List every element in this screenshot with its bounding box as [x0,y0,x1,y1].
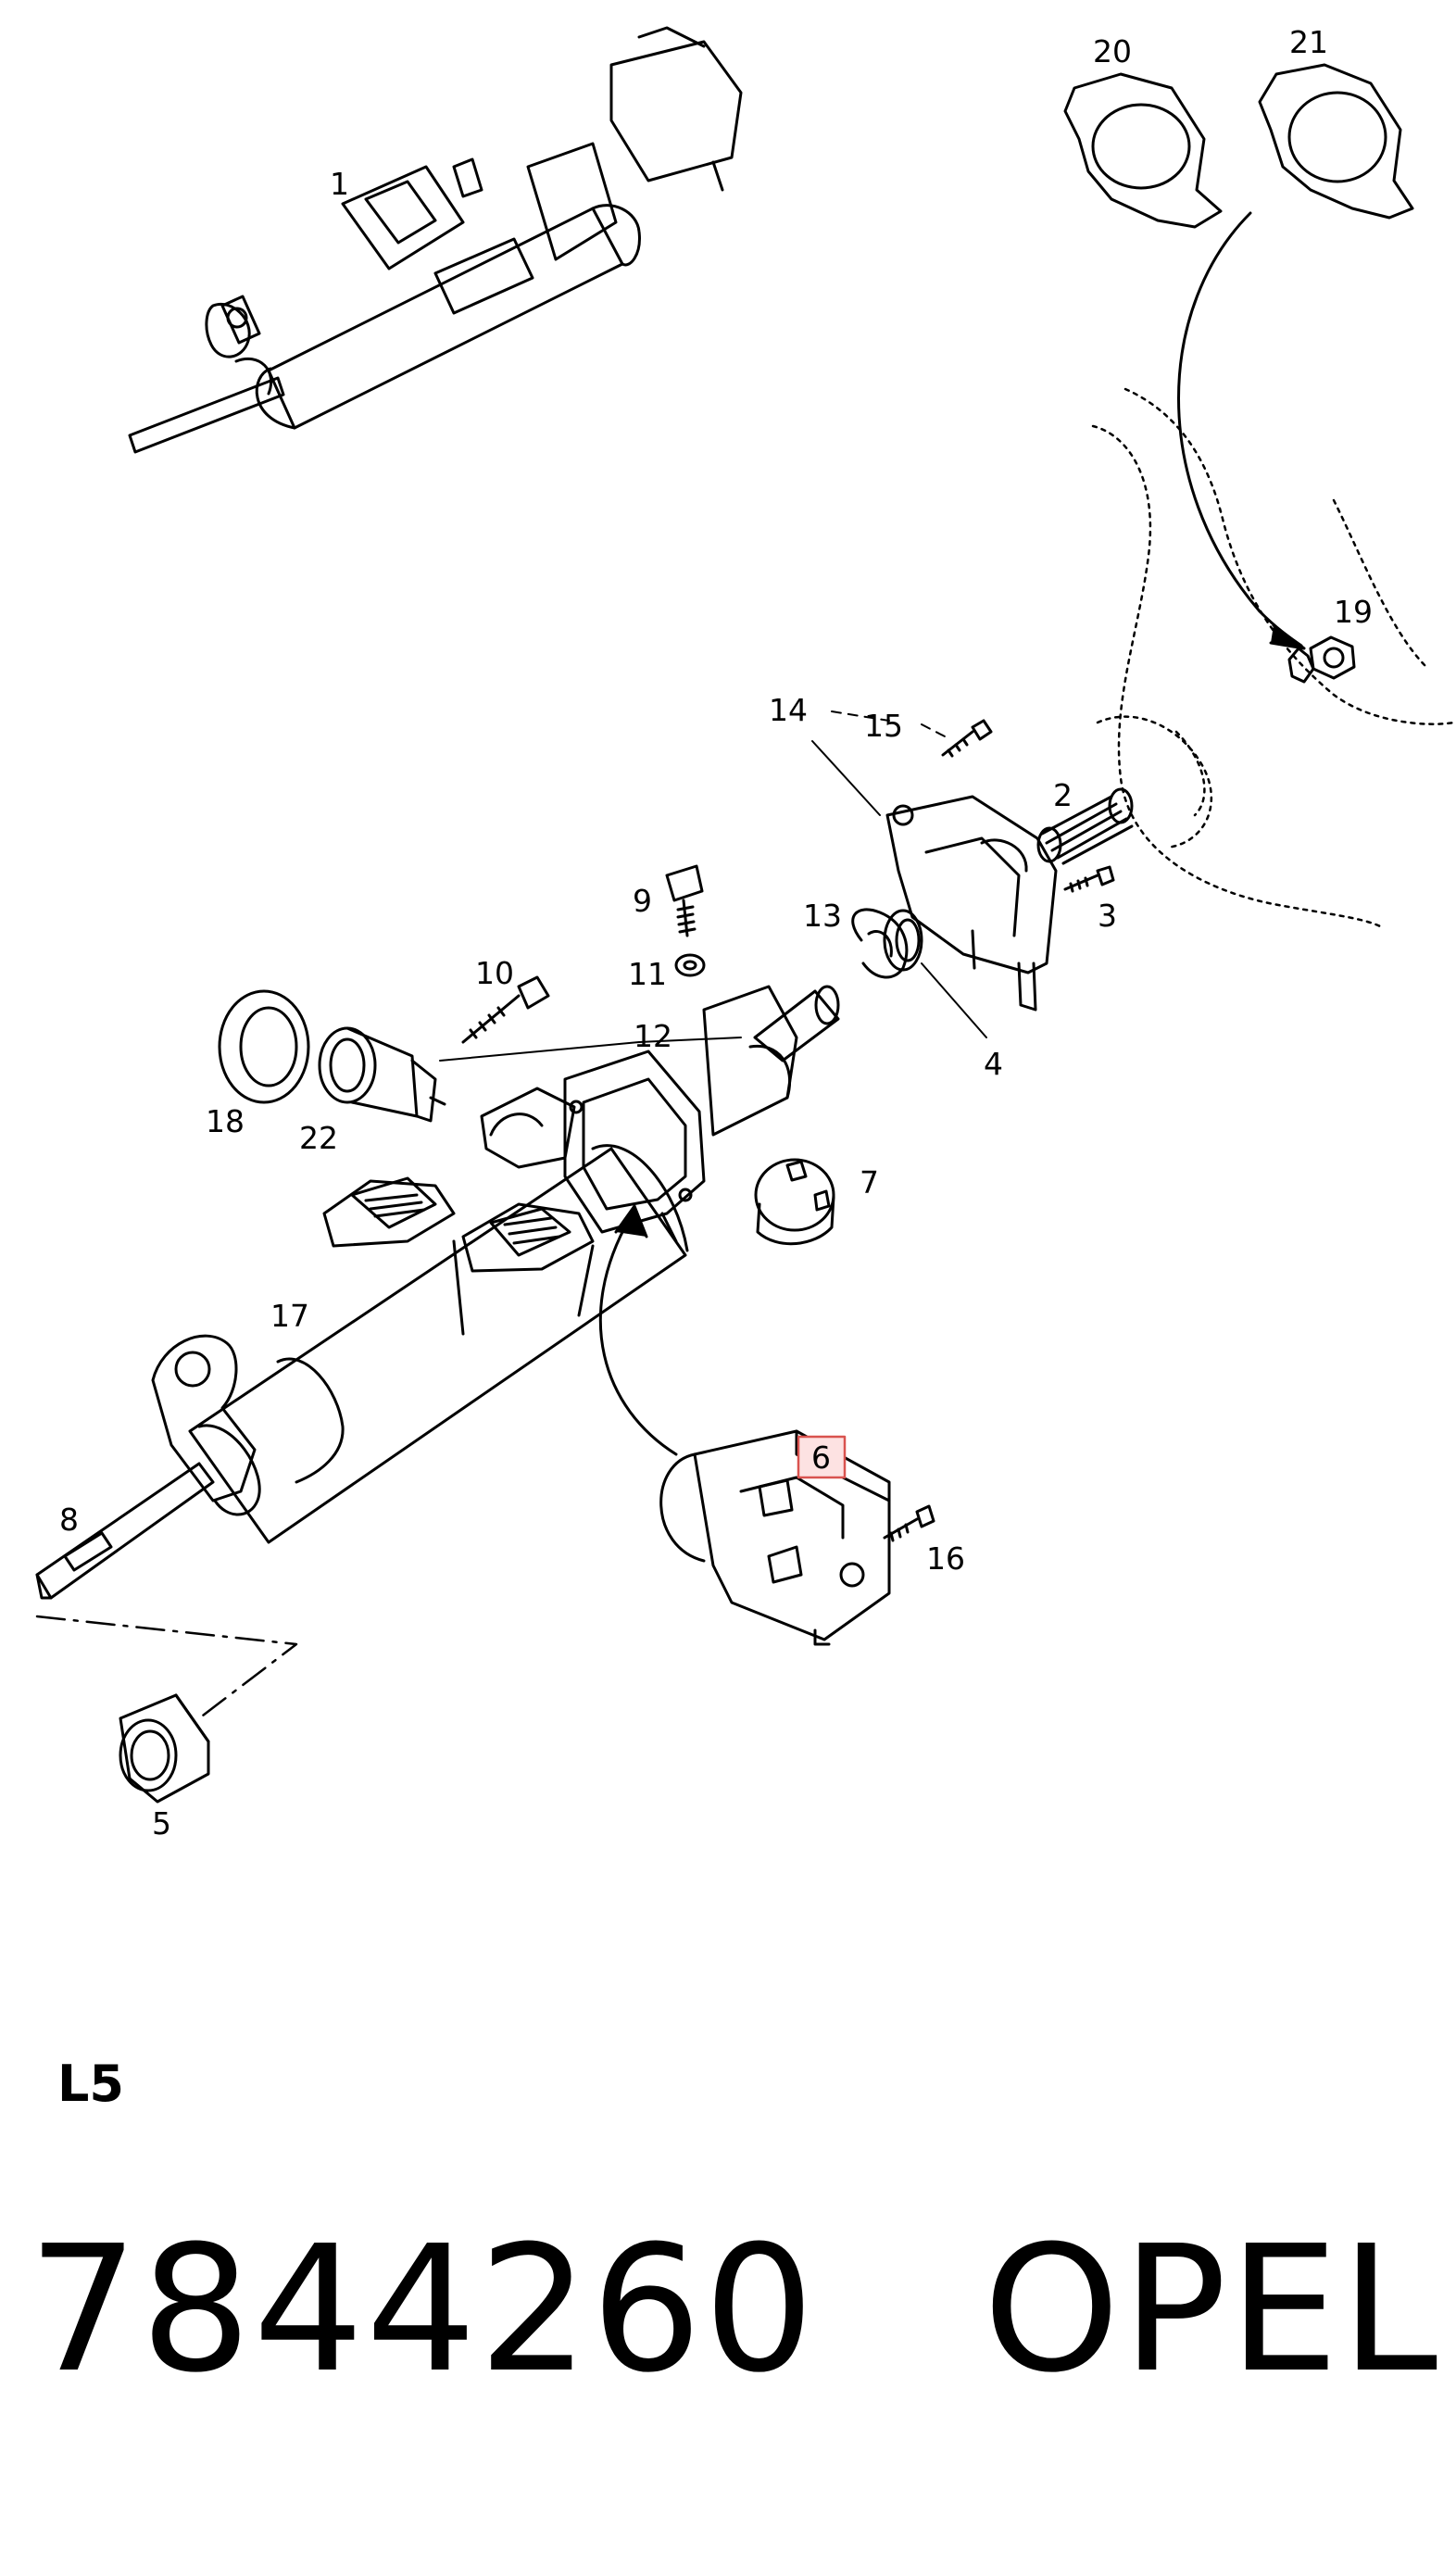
leader-12 [439,1037,742,1062]
callout-9: 9 [633,883,652,919]
callout-22: 22 [299,1120,338,1156]
callout-3: 3 [1098,898,1117,934]
section-code: L5 [57,2055,124,2113]
axis-line-shaft [35,1615,298,1720]
screw-16 [883,1504,935,1542]
highlight-box-6 [797,1435,847,1479]
tab-washer-20 [1063,72,1223,229]
steering-column-assembly [128,26,743,454]
callout-14: 14 [769,692,808,728]
callout-20: 20 [1093,33,1132,69]
assembly-arrow-switch [598,1216,678,1456]
steering-wheel-outline [1091,387,1456,928]
ignition-switch-6 [659,1429,891,1646]
leader-14 [811,740,881,816]
switch-ring-7 [754,1158,835,1246]
callout-17: 17 [270,1298,309,1334]
column-housing-14 [885,795,1058,1012]
callout-16: 16 [926,1540,965,1577]
callout-13: 13 [803,898,842,934]
callout-8: 8 [59,1502,79,1538]
coupling-5 [119,1693,210,1804]
arrowhead-washers [1269,623,1306,650]
assembly-arrow-washers [1177,211,1303,647]
bolt-15 [941,719,993,758]
leader-4 [921,962,987,1038]
washer-11 [674,953,706,977]
callout-15: 15 [864,708,903,744]
tab-washer-21 [1258,63,1414,220]
screw-10 [461,975,550,1044]
seal-ring-18 [218,989,310,1104]
callout-12: 12 [634,1018,672,1054]
snap-ring-13 [851,908,909,979]
callout-5: 5 [152,1805,171,1842]
leader-14-15 [831,710,946,737]
lock-cylinder-22 [318,1026,446,1123]
callout-10: 10 [475,955,514,991]
steering-column-17 [35,985,840,1600]
nut-19 [1287,635,1356,684]
part-number: 7844260 [28,2208,817,2411]
callout-11: 11 [628,956,667,992]
callout-19: 19 [1334,594,1373,630]
screw-3 [1063,865,1115,893]
callout-1: 1 [330,166,349,202]
callout-6: 6 [811,1439,831,1476]
brand-name: OPEL [983,2208,1440,2411]
ring-4 [883,909,923,972]
callout-21: 21 [1289,24,1328,60]
callout-7: 7 [860,1164,879,1201]
arrowhead-switch [614,1204,648,1238]
callout-18: 18 [206,1103,245,1139]
spring-2 [1036,787,1134,865]
exploded-parts-diagram: 1 2 3 4 5 6 7 8 9 10 11 12 13 14 15 16 1… [35,24,1456,1842]
bolt-9 [665,864,704,937]
callout-2: 2 [1053,777,1073,813]
callout-4: 4 [984,1046,1003,1082]
